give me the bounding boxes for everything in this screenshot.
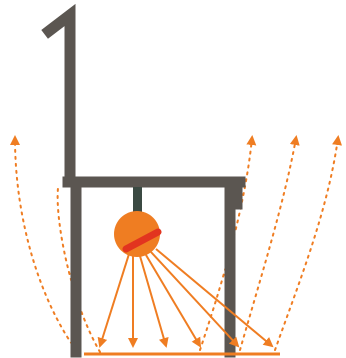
reflected-rays bbox=[15, 138, 338, 352]
reflected-ray bbox=[275, 138, 338, 350]
chair-back bbox=[49, 15, 70, 181]
reflected-ray bbox=[240, 138, 296, 350]
chair bbox=[49, 15, 240, 352]
light-ray bbox=[100, 254, 129, 346]
light-ray bbox=[140, 256, 166, 346]
light-ray bbox=[146, 255, 200, 346]
light-ray bbox=[156, 249, 272, 346]
light-rays bbox=[100, 249, 272, 346]
